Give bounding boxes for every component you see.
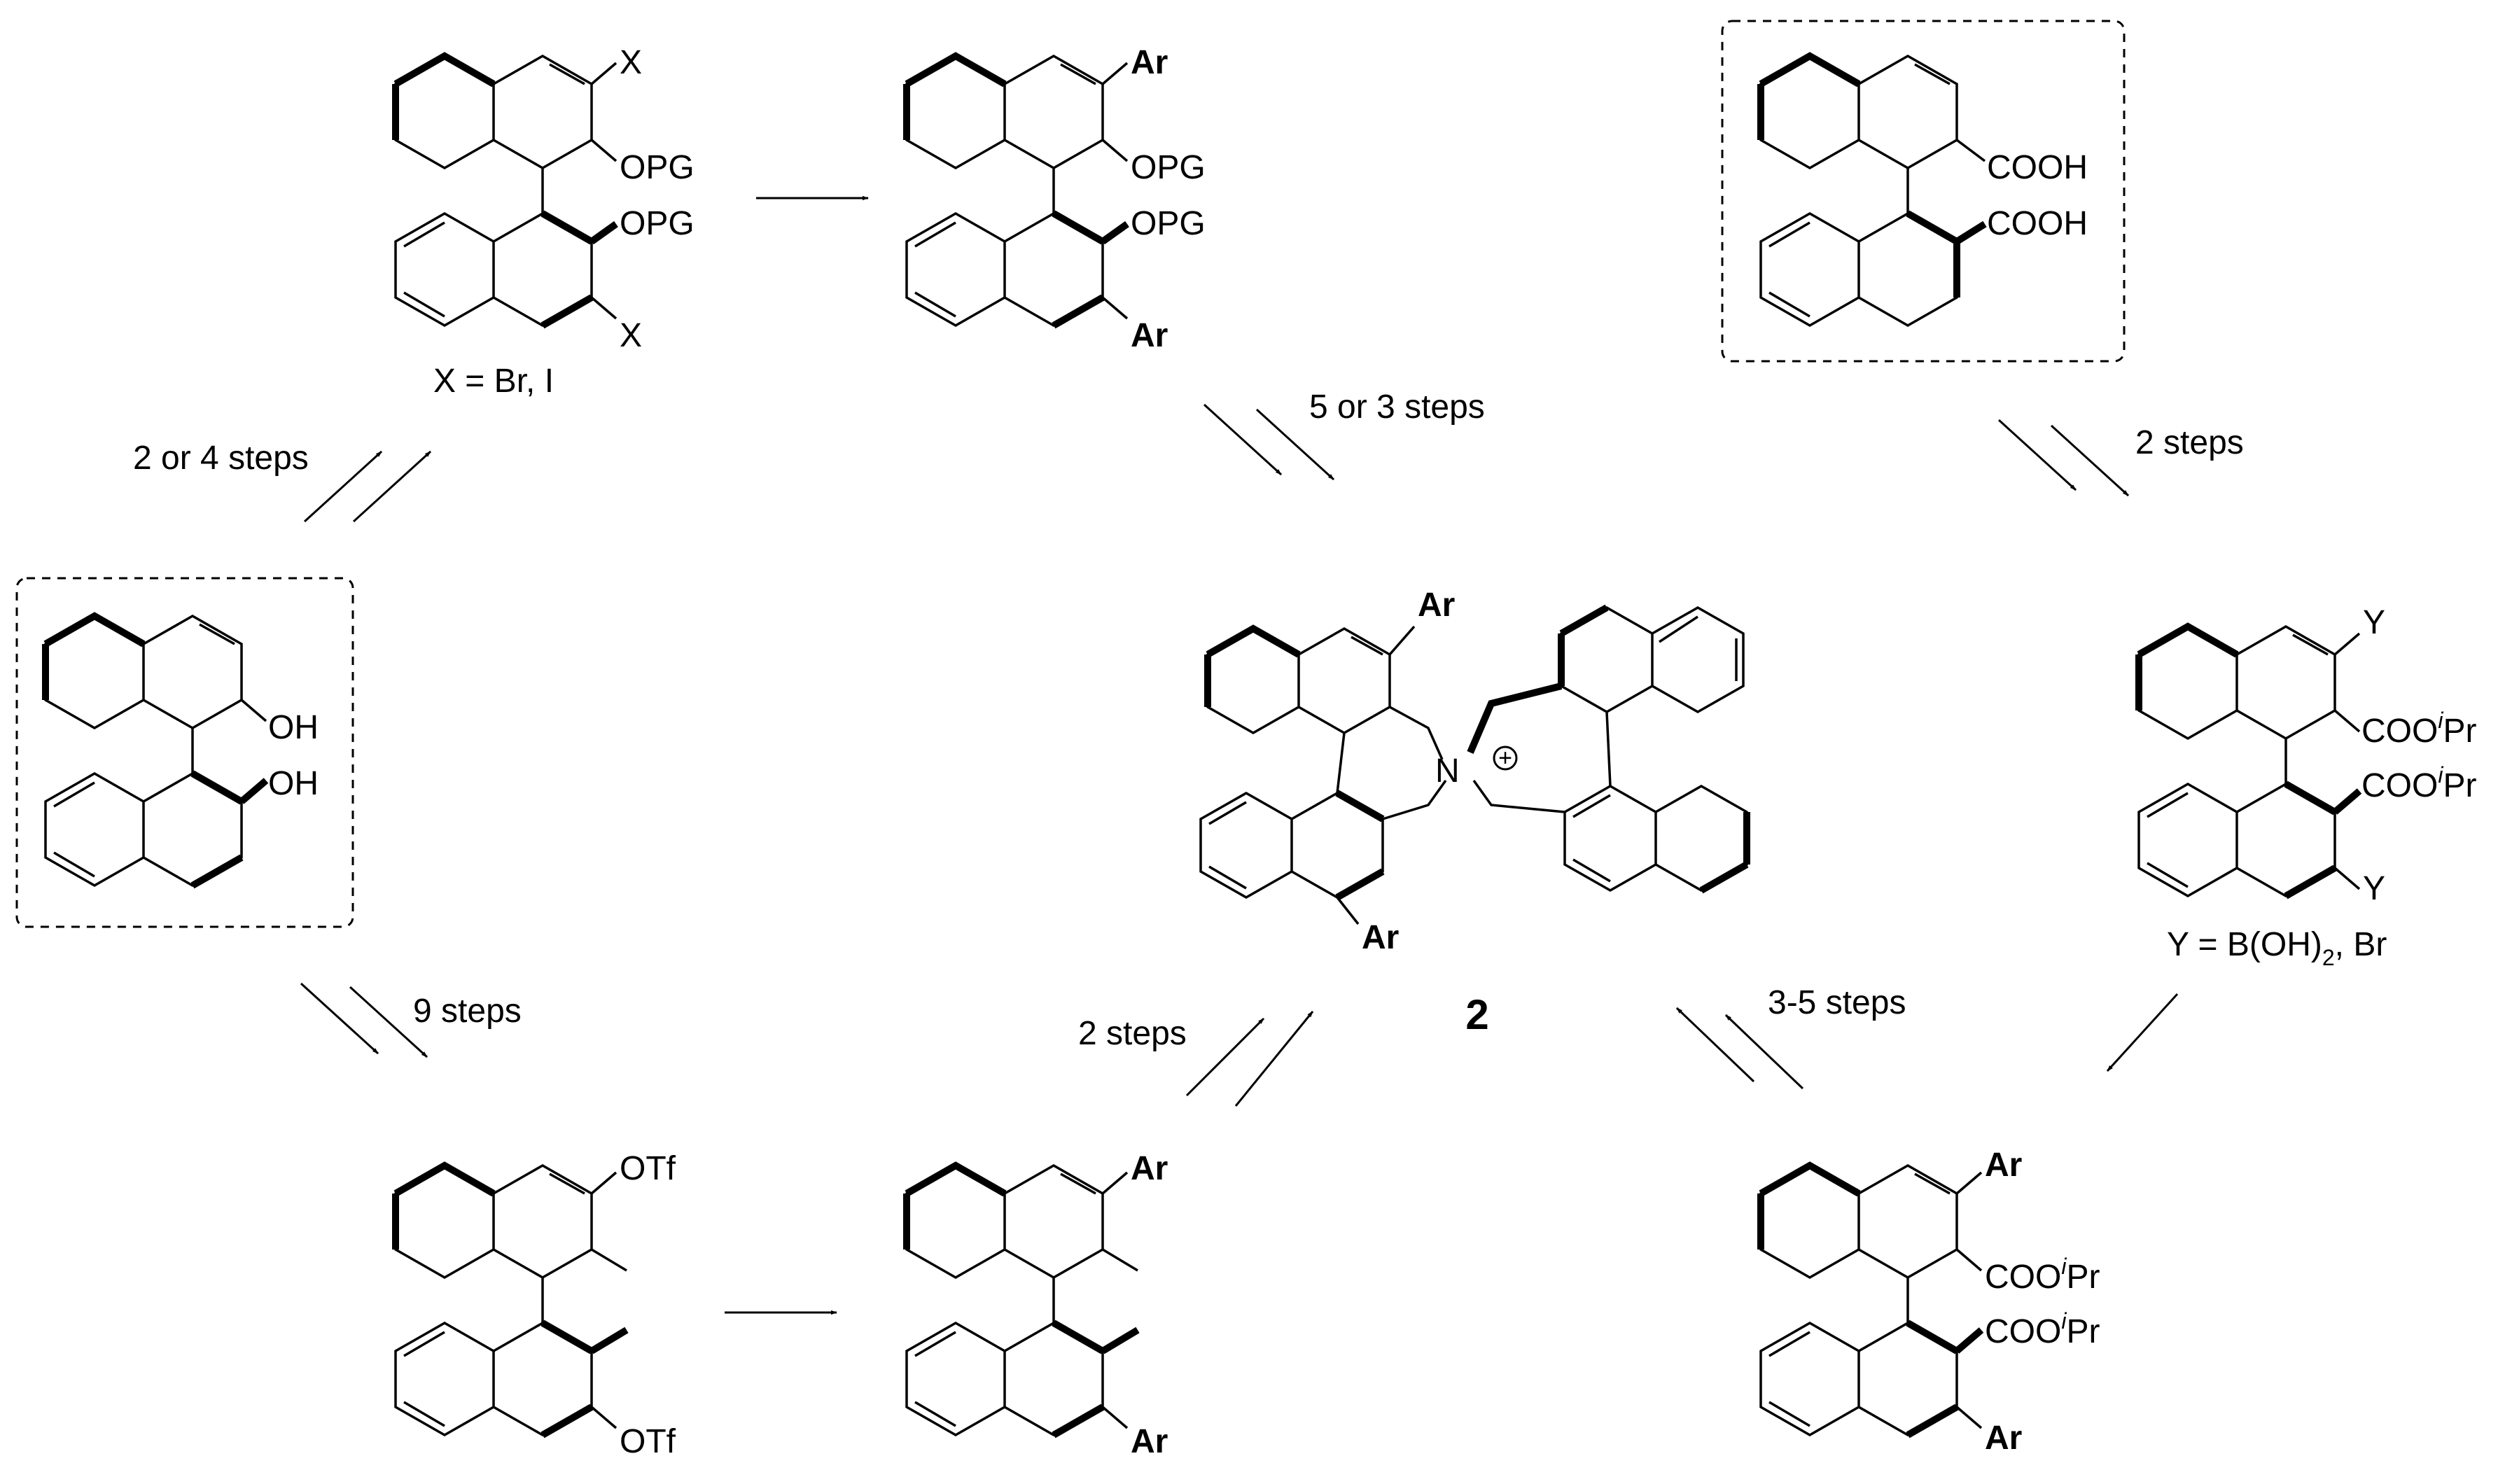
compound-top-mid <box>903 52 1129 329</box>
arrow-binol-to-top-left <box>303 450 432 523</box>
top-left-caption: X = Br, I <box>433 363 554 400</box>
bottom-mid-sub-top: Ar <box>1131 1150 1168 1187</box>
diacid-highlight-box <box>1721 20 2126 363</box>
top-mid-sub-top: Ar <box>1131 44 1168 81</box>
top-right-sub-bot: COOH <box>1987 205 2088 242</box>
bottom-right-sub-top: Ar <box>1985 1147 2022 1184</box>
top-mid-sub-mid-top: OPG <box>1131 149 1206 186</box>
binol-sub-bot: OH <box>268 765 319 802</box>
center-charge: + <box>1498 745 1512 771</box>
bottom-right-sub-bot: Ar <box>1985 1420 2022 1457</box>
center-compound-number: 2 <box>1465 991 1488 1038</box>
compound-top-left <box>392 52 618 329</box>
center-ar-top: Ar <box>1418 587 1455 624</box>
right-mid-ester-bot: COOiPr <box>2361 762 2476 804</box>
compound-right-mid <box>2135 622 2362 899</box>
top-right-sub-top: COOH <box>1987 149 2088 186</box>
bottom-right-ester-bot: COOiPr <box>1985 1308 2100 1350</box>
arrow-binol-to-bottom-left <box>300 982 428 1058</box>
arrow-label-bottom-right-center: 3-5 steps <box>1768 984 1906 1021</box>
arrow-label-bottom-mid-center: 2 steps <box>1078 1015 1187 1052</box>
arrow-label-top-mid-center: 5 or 3 steps <box>1309 388 1485 426</box>
bottom-left-sub-bot: OTf <box>620 1423 676 1460</box>
top-mid-sub-bot: Ar <box>1131 317 1168 354</box>
bottom-right-ester-top: COOiPr <box>1985 1254 2100 1296</box>
binol-highlight-box <box>15 577 354 928</box>
top-left-sub-mid-bot: OPG <box>620 205 695 242</box>
compound-bottom-right <box>1757 1161 1984 1438</box>
right-mid-sub-top: Y <box>2363 604 2385 641</box>
compound-top-right <box>1757 52 1987 328</box>
right-mid-sub-bot: Y <box>2363 870 2385 907</box>
arrow-top-mid-to-center <box>1203 403 1335 481</box>
center-ar-bot: Ar <box>1362 919 1399 956</box>
arrow-bottom-mid-to-center <box>1185 1011 1314 1107</box>
right-mid-caption: Y = B(OH)2, Br <box>2167 926 2387 970</box>
right-mid-ester-top: COOiPr <box>2361 708 2476 750</box>
bottom-left-sub-top: OTf <box>620 1150 676 1187</box>
center-n-atom: N <box>1435 752 1460 790</box>
top-mid-sub-mid-bot: OPG <box>1131 205 1206 242</box>
arrow-bottom-right-to-center <box>1675 1007 1804 1090</box>
arrow-label-binol-bottom-left: 9 steps <box>413 993 522 1030</box>
compound-bottom-left <box>392 1161 629 1438</box>
bottom-mid-sub-bot: Ar <box>1131 1423 1168 1460</box>
binol-sub-top: OH <box>268 709 319 746</box>
compound-bottom-mid <box>903 1161 1140 1438</box>
compound-binol <box>42 612 269 889</box>
top-left-sub-top: X <box>620 44 642 81</box>
arrow-top-right-to-right-mid <box>1997 419 2130 497</box>
arrow-label-binol-top-left: 2 or 4 steps <box>133 440 309 477</box>
top-left-sub-mid-top: OPG <box>620 149 695 186</box>
arrow-right-mid-to-bottom-right <box>2106 993 2179 1072</box>
arrow-label-top-right-right-mid: 2 steps <box>2135 424 2244 461</box>
compound-center-2 <box>1199 604 1750 925</box>
top-left-sub-bot: X <box>620 317 642 354</box>
